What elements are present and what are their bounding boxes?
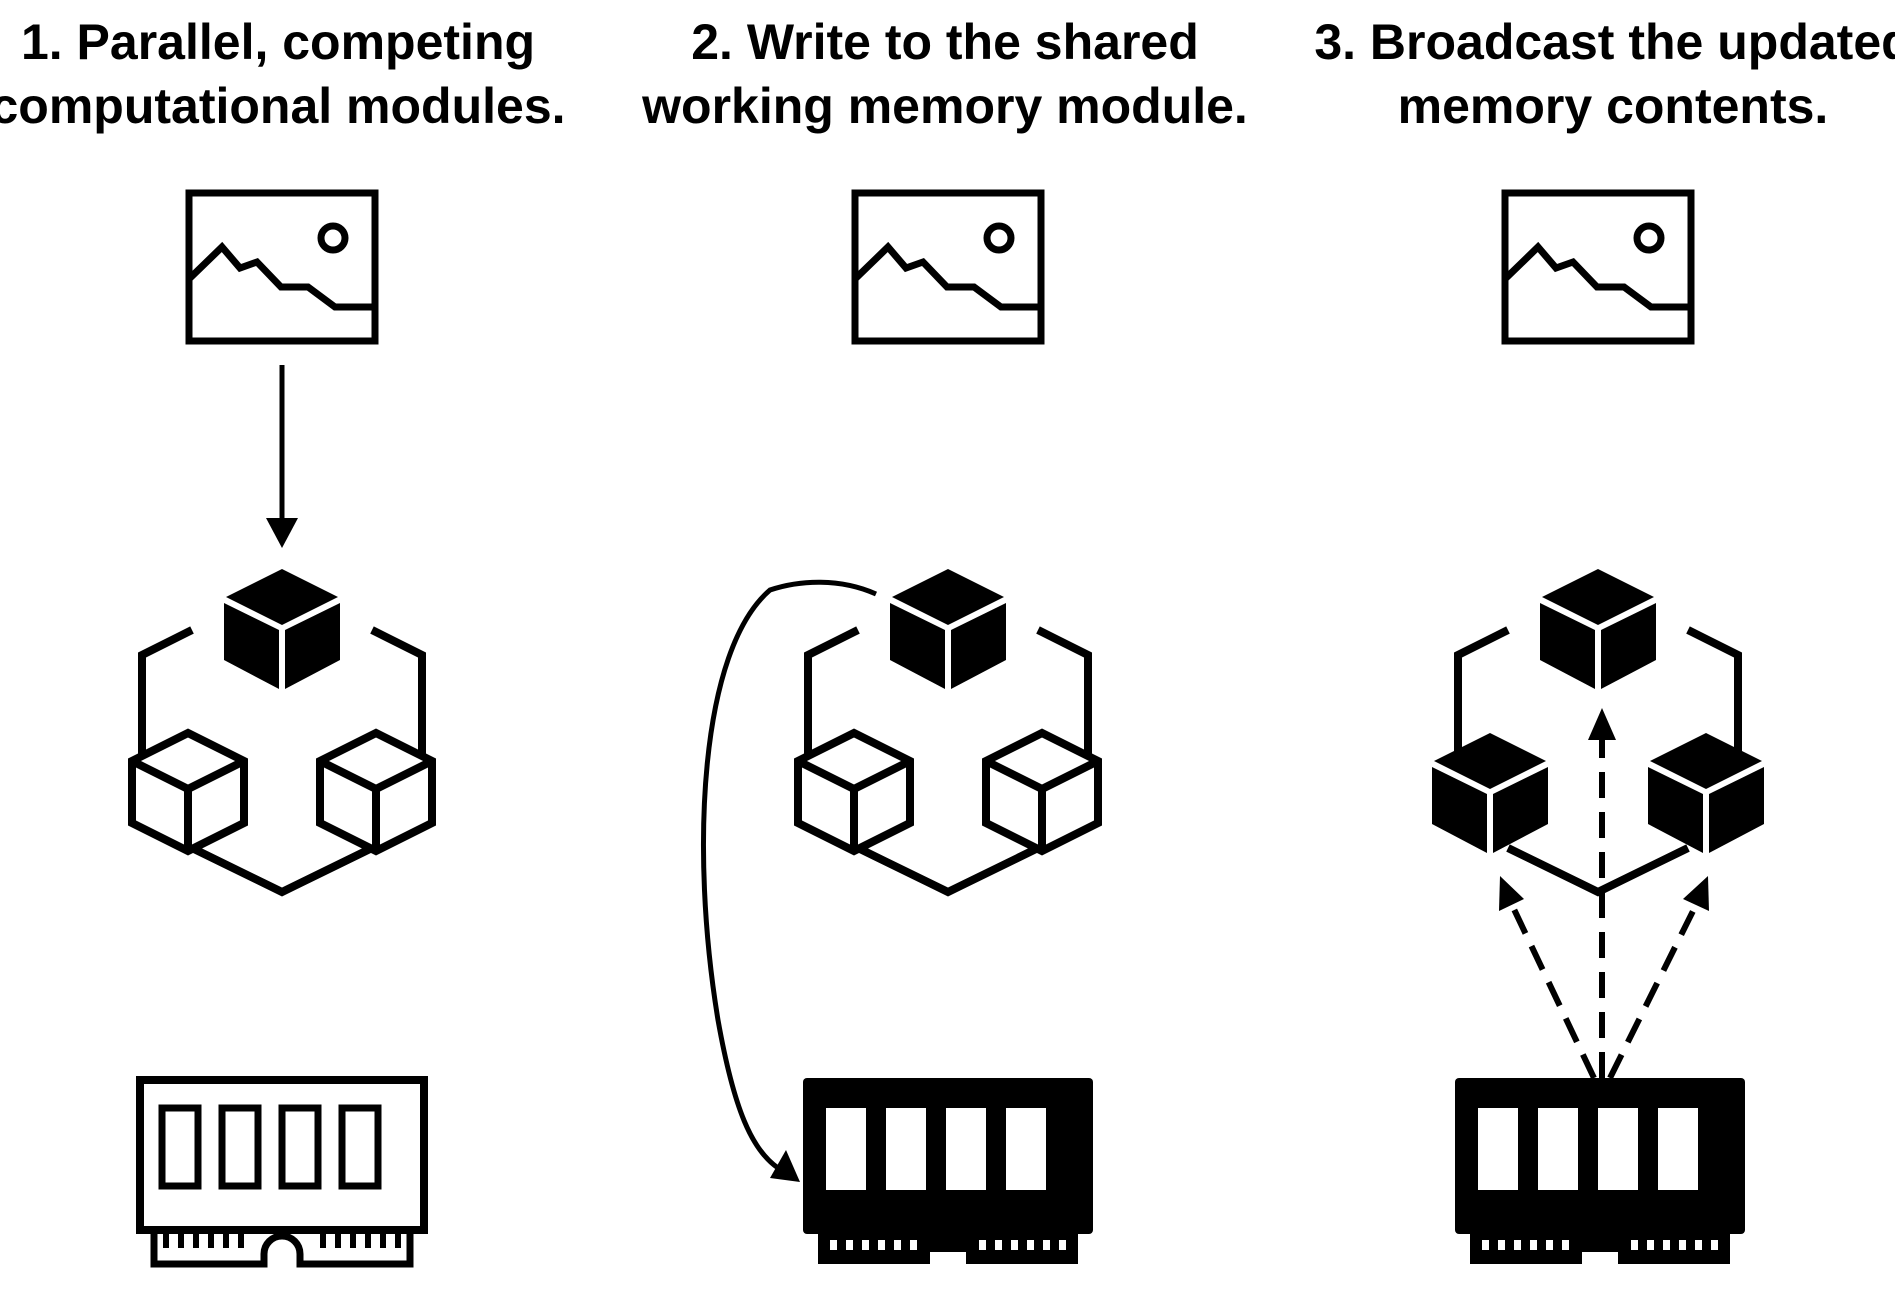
step-1-modules-cluster-icon [132, 569, 432, 892]
step-1-title: 1. Parallel, competing computational mod… [0, 10, 608, 138]
step-1-column [132, 193, 432, 1264]
step-2-modules-cluster-icon [798, 569, 1098, 892]
step-3-left-module-cube-icon [1432, 733, 1548, 853]
step-2-write-arrow [701, 579, 878, 1182]
step-3-right-module-cube-icon [1648, 733, 1764, 853]
step-3-title-line-2: memory contents. [1397, 78, 1829, 134]
step-3-top-module-cube-icon [1540, 569, 1656, 689]
step-2-column [701, 193, 1098, 1264]
step-1-right-module-cube-icon [320, 733, 432, 851]
step-3-title: 3. Broadcast the updated memory contents… [1283, 10, 1895, 138]
step-2-top-module-cube-icon [890, 569, 1006, 689]
step-3-broadcast-arrows [1499, 708, 1709, 1080]
step-1-title-line-1: 1. Parallel, competing [20, 14, 536, 70]
step-3-title-line-1: 3. Broadcast the updated [1314, 14, 1895, 70]
step-2-title: 2. Write to the shared working memory mo… [615, 10, 1275, 138]
step-1-image-icon [189, 193, 375, 341]
step-2-right-module-cube-icon [986, 733, 1098, 851]
step-3-image-icon [1505, 193, 1691, 341]
step-2-title-line-2: working memory module. [642, 78, 1248, 134]
step-1-input-arrow [266, 365, 298, 548]
step-2-left-module-cube-icon [798, 733, 910, 851]
step-2-title-line-1: 2. Write to the shared [691, 14, 1199, 70]
step-2-memory-chip-icon [803, 1078, 1093, 1264]
step-1-left-module-cube-icon [132, 733, 244, 851]
step-1-memory-chip-icon [140, 1080, 424, 1264]
step-3-memory-chip-icon [1455, 1078, 1745, 1264]
step-2-image-icon [855, 193, 1041, 341]
step-1-title-line-2: computational modules. [0, 78, 566, 134]
step-3-column [1432, 193, 1764, 1264]
step-1-top-module-cube-icon [224, 569, 340, 689]
